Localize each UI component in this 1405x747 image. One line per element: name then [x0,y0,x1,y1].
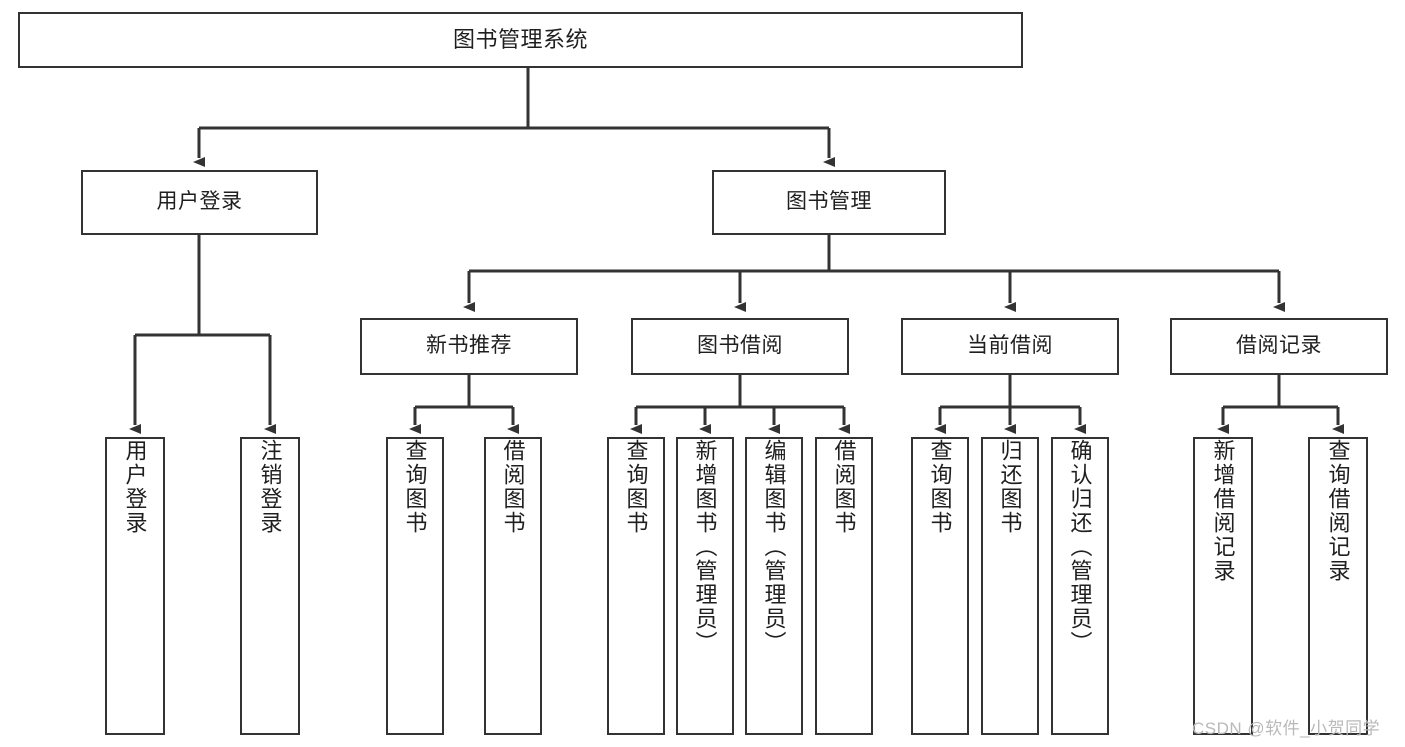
node-label: 新书推荐 [426,334,512,358]
leaf-book-borrow-add-book-admin[interactable]: 新增图书（管理员） [676,437,734,735]
leaf-new-book-query-books[interactable]: 查询图书 [386,437,444,735]
node-new-book-recommend[interactable]: 新书推荐 [360,318,578,375]
node-label: 当前借阅 [967,334,1053,358]
leaf-book-borrow-borrow-books[interactable]: 借阅图书 [815,437,873,735]
node-book-management[interactable]: 图书管理 [712,170,946,235]
node-borrow-record[interactable]: 借阅记录 [1170,318,1388,375]
node-label: 图书借阅 [697,334,783,358]
node-label: 查询图书 [927,439,953,535]
leaf-current-borrow-return-books[interactable]: 归还图书 [981,437,1039,735]
node-label: 图书管理 [786,190,872,214]
node-label: 图书管理系统 [452,27,588,53]
leaf-user-login-sign-in[interactable]: 用户登录 [105,437,165,735]
node-label: 新增图书（管理员） [692,439,718,655]
node-label: 查询借阅记录 [1325,439,1351,583]
leaf-user-login-sign-out[interactable]: 注销登录 [240,437,300,735]
node-label: 借阅图书 [831,439,857,535]
leaf-current-borrow-confirm-return-admin[interactable]: 确认归还（管理员） [1051,437,1109,735]
node-book-borrow[interactable]: 图书借阅 [631,318,849,375]
node-label: 借阅图书 [500,439,526,535]
node-label: 注销登录 [257,439,283,535]
node-label: 借阅记录 [1236,334,1322,358]
node-root-book-management-system[interactable]: 图书管理系统 [18,12,1023,68]
leaf-current-borrow-query-books[interactable]: 查询图书 [911,437,969,735]
node-label: 编辑图书（管理员） [761,439,787,655]
leaf-new-book-borrow-books[interactable]: 借阅图书 [484,437,542,735]
node-label: 查询图书 [402,439,428,535]
node-user-login[interactable]: 用户登录 [81,170,318,235]
node-label: 归还图书 [997,439,1023,535]
leaf-borrow-record-query-record[interactable]: 查询借阅记录 [1308,437,1368,735]
node-label: 用户登录 [156,190,243,214]
node-label: 查询图书 [623,439,649,535]
node-label: 新增借阅记录 [1210,439,1236,583]
leaf-book-borrow-edit-book-admin[interactable]: 编辑图书（管理员） [745,437,803,735]
csdn-watermark: CSDN @软件_小贺同学 [1192,719,1381,738]
node-label: 确认归还（管理员） [1067,439,1093,655]
node-current-borrow[interactable]: 当前借阅 [901,318,1119,375]
node-label: 用户登录 [122,439,148,535]
leaf-borrow-record-add-record[interactable]: 新增借阅记录 [1193,437,1253,735]
leaf-book-borrow-query-books[interactable]: 查询图书 [607,437,665,735]
